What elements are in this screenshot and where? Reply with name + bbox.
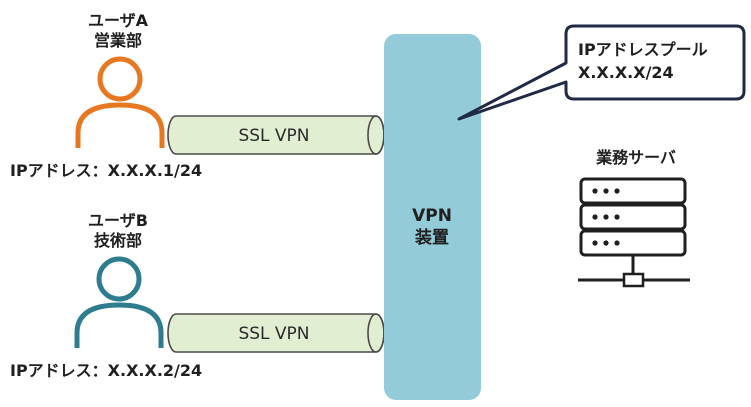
- server-label: 業務サーバ: [595, 148, 676, 167]
- business-server: 業務サーバ: [578, 148, 690, 288]
- server-icon: [578, 177, 690, 288]
- ssl-vpn-tunnel-a: SSL VPN: [167, 115, 385, 155]
- user-b-head-shape: [96, 256, 142, 302]
- user-a-head-shape: [97, 56, 143, 102]
- user-b-body-shape: [74, 302, 164, 348]
- ip-pool-label-line1: IPアドレスプール: [578, 40, 708, 59]
- user-b-name: ユーザB: [88, 211, 148, 230]
- user-b-ip-label: IPアドレス：X.X.X.2/24: [10, 361, 202, 380]
- callout-bubble-shape: [457, 24, 746, 121]
- server-unit-2: [579, 203, 687, 231]
- user-a-group: ユーザA 営業部 IPアドレス：X.X.X.1/24: [10, 11, 202, 180]
- user-b-person-icon: [74, 256, 164, 348]
- user-b-department: 技術部: [94, 231, 142, 250]
- ssl-vpn-tunnel-b: SSL VPN: [167, 313, 385, 353]
- vpn-device-label-line1: VPN: [412, 206, 452, 226]
- vpn-device: VPN 装置: [384, 34, 481, 400]
- user-a-person-icon: [75, 56, 165, 148]
- ip-pool-callout: IPアドレスプール X.X.X.X/24: [457, 24, 746, 121]
- server-network-port: [622, 272, 645, 288]
- user-a-department: 営業部: [94, 31, 142, 50]
- user-a-name: ユーザA: [88, 11, 149, 30]
- user-a-ip-label: IPアドレス：X.X.X.1/24: [10, 161, 202, 180]
- ip-pool-label-line2: X.X.X.X/24: [578, 63, 674, 82]
- vpn-device-label-line2: 装置: [414, 227, 449, 248]
- tunnel-b-label: SSL VPN: [238, 324, 309, 344]
- vpn-device-box: [384, 34, 481, 400]
- user-b-group: ユーザB 技術部 IPアドレス：X.X.X.2/24: [10, 211, 202, 380]
- tunnel-a-label: SSL VPN: [238, 126, 309, 146]
- server-unit-1: [579, 177, 687, 205]
- server-indicator-dots: [592, 188, 620, 246]
- user-a-body-shape: [75, 102, 165, 148]
